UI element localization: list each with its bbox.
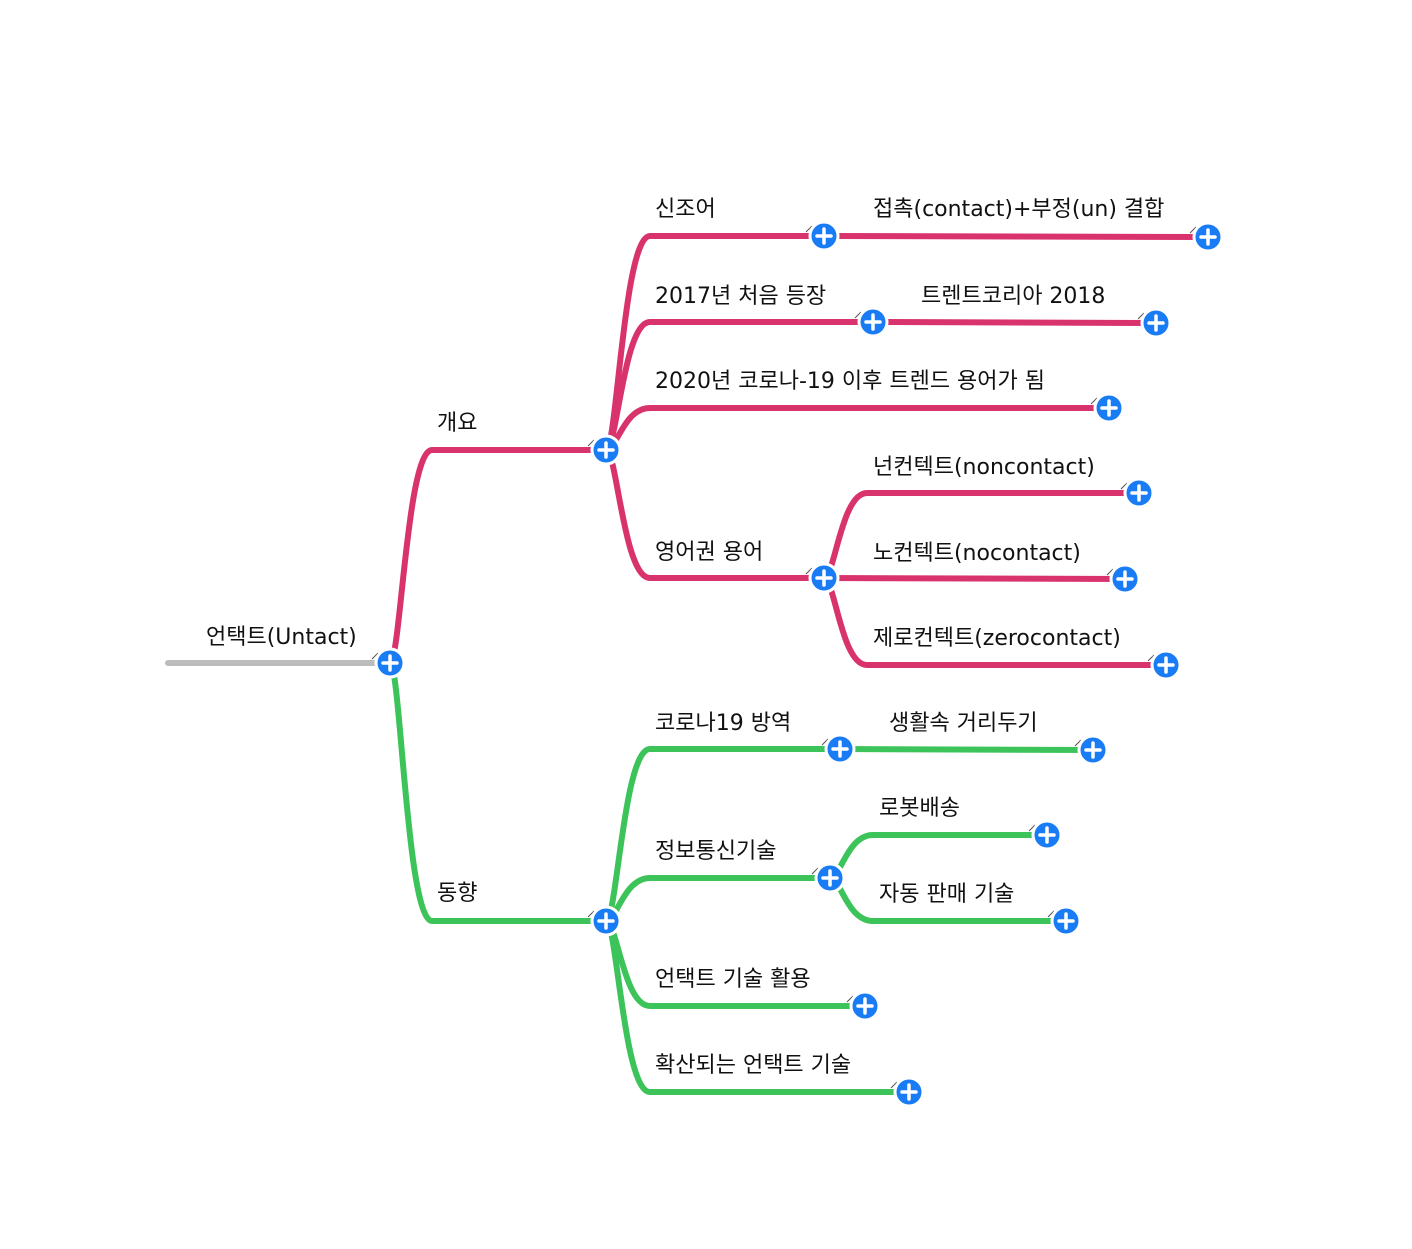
plus-circle-icon[interactable] xyxy=(808,562,840,594)
node-root-label[interactable]: 언택트(Untact) xyxy=(206,625,357,650)
node-neologism-edge xyxy=(603,233,827,453)
node-quarantine-label[interactable]: 코로나19 방역 xyxy=(655,711,791,736)
node-untact-usage-edge xyxy=(603,918,868,1009)
node-english-zerocontact-label[interactable]: 제로컨텍트(zerocontact) xyxy=(873,626,1121,651)
node-first-appearance-detail-edge xyxy=(870,319,1159,326)
node-trend-term-label[interactable]: 2020년 코로나-19 이후 트렌드 용어가 됨 xyxy=(655,369,1045,394)
plus-circle-icon[interactable] xyxy=(1109,563,1141,595)
plus-circle-icon[interactable] xyxy=(1140,307,1172,339)
node-quarantine-detail-edge xyxy=(837,746,1096,753)
node-trend-edge xyxy=(387,660,609,924)
node-quarantine-edge xyxy=(603,746,843,924)
plus-circle-icon[interactable] xyxy=(590,905,622,937)
node-untact-usage-label[interactable]: 언택트 기술 활용 xyxy=(655,967,811,992)
plus-circle-icon[interactable] xyxy=(893,1076,925,1108)
plus-circle-icon[interactable] xyxy=(1077,734,1109,766)
node-overview-label[interactable]: 개요 xyxy=(437,411,477,436)
node-robot-delivery-label[interactable]: 로봇배송 xyxy=(879,796,960,821)
node-quarantine-detail-label[interactable]: 생활속 거리두기 xyxy=(889,711,1038,736)
plus-circle-icon[interactable] xyxy=(1031,819,1063,851)
node-trend-term-edge xyxy=(603,405,1112,453)
plus-circle-icon[interactable] xyxy=(808,220,840,252)
mind-map-labels: 언택트(Untact) 개요 신조어 접촉(contact)+부정(un) 결합 201… xyxy=(206,197,1164,1078)
plus-circle-icon[interactable] xyxy=(1123,477,1155,509)
plus-circle-icon[interactable] xyxy=(849,990,881,1022)
plus-circle-icon[interactable] xyxy=(1150,649,1182,681)
node-neologism-label[interactable]: 신조어 xyxy=(655,197,716,222)
node-english-nocontact-label[interactable]: 노컨텍트(nocontact) xyxy=(873,541,1081,566)
node-spreading-tech-label[interactable]: 확산되는 언택트 기술 xyxy=(655,1053,851,1078)
node-english-nocontact-edge xyxy=(821,575,1128,582)
node-neologism-detail-label[interactable]: 접촉(contact)+부정(un) 결합 xyxy=(873,197,1164,222)
plus-circle-icon[interactable] xyxy=(857,306,889,338)
node-english-noncontact-label[interactable]: 넌컨텍트(noncontact) xyxy=(873,455,1095,480)
node-overview-edge xyxy=(387,447,609,666)
mind-map-edges xyxy=(165,225,1211,1095)
plus-circle-icon[interactable] xyxy=(1093,392,1125,424)
plus-circle-icon[interactable] xyxy=(814,862,846,894)
mind-map-expand-buttons xyxy=(374,220,1224,1108)
node-trend-label[interactable]: 동향 xyxy=(437,881,477,906)
node-first-appearance-label[interactable]: 2017년 처음 등장 xyxy=(655,284,826,309)
plus-circle-icon[interactable] xyxy=(1050,905,1082,937)
node-ict-edge xyxy=(603,875,833,924)
plus-circle-icon[interactable] xyxy=(824,733,856,765)
plus-circle-icon[interactable] xyxy=(590,434,622,466)
node-ict-label[interactable]: 정보통신기술 xyxy=(655,839,776,864)
plus-circle-icon[interactable] xyxy=(374,647,406,679)
node-first-appearance-detail-label[interactable]: 트렌트코리아 2018 xyxy=(921,284,1105,309)
node-vending-tech-label[interactable]: 자동 판매 기술 xyxy=(879,882,1014,907)
node-english-term-label[interactable]: 영어권 용어 xyxy=(655,540,763,565)
node-neologism-detail-edge xyxy=(821,233,1211,240)
node-robot-delivery-edge xyxy=(827,832,1050,881)
node-english-zerocontact-edge xyxy=(821,575,1169,668)
plus-circle-icon[interactable] xyxy=(1192,221,1224,253)
